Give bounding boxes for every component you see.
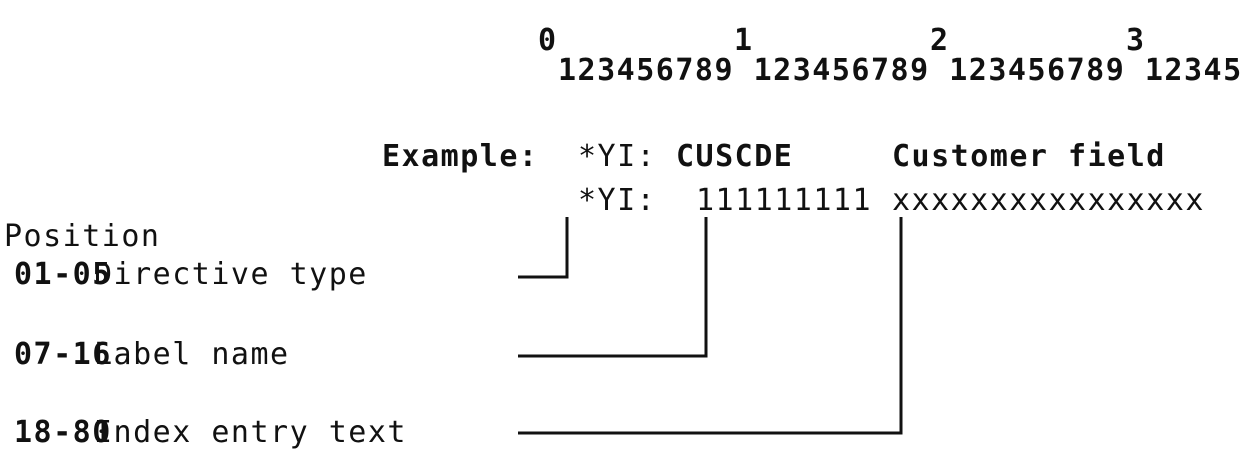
legend-range-3: 18-80 bbox=[14, 415, 112, 450]
example-line1-text: Customer field bbox=[892, 139, 1166, 174]
ruler-units: 123456789 123456789 123456789 12345 bbox=[558, 53, 1243, 88]
legend-description-1: Directive type bbox=[94, 257, 368, 292]
example-label: Example: bbox=[382, 139, 539, 174]
legend-heading: Position bbox=[4, 219, 161, 254]
connector-index-entry-text bbox=[518, 217, 903, 435]
example-line2-directive: *YI: bbox=[578, 183, 657, 218]
legend-description-3: Index entry text bbox=[94, 415, 407, 450]
connector-directive-type bbox=[518, 217, 569, 279]
ruler-tens-2: 2 bbox=[930, 23, 950, 58]
ruler-tens-3: 3 bbox=[1126, 23, 1146, 58]
connector-label-name bbox=[518, 217, 708, 358]
example-line2-label-name: 111111111 bbox=[696, 183, 873, 218]
legend-range-2: 07-16 bbox=[14, 337, 112, 372]
ruler-tens-0: 0 bbox=[538, 23, 558, 58]
example-line1-label-name: CUSCDE bbox=[676, 139, 794, 174]
example-line2-text: xxxxxxxxxxxxxxxx bbox=[892, 183, 1205, 218]
legend-range-1: 01-05 bbox=[14, 257, 112, 292]
legend-description-2: Label name bbox=[94, 337, 290, 372]
ruler-tens-1: 1 bbox=[734, 23, 754, 58]
example-line1-directive: *YI: bbox=[578, 139, 657, 174]
